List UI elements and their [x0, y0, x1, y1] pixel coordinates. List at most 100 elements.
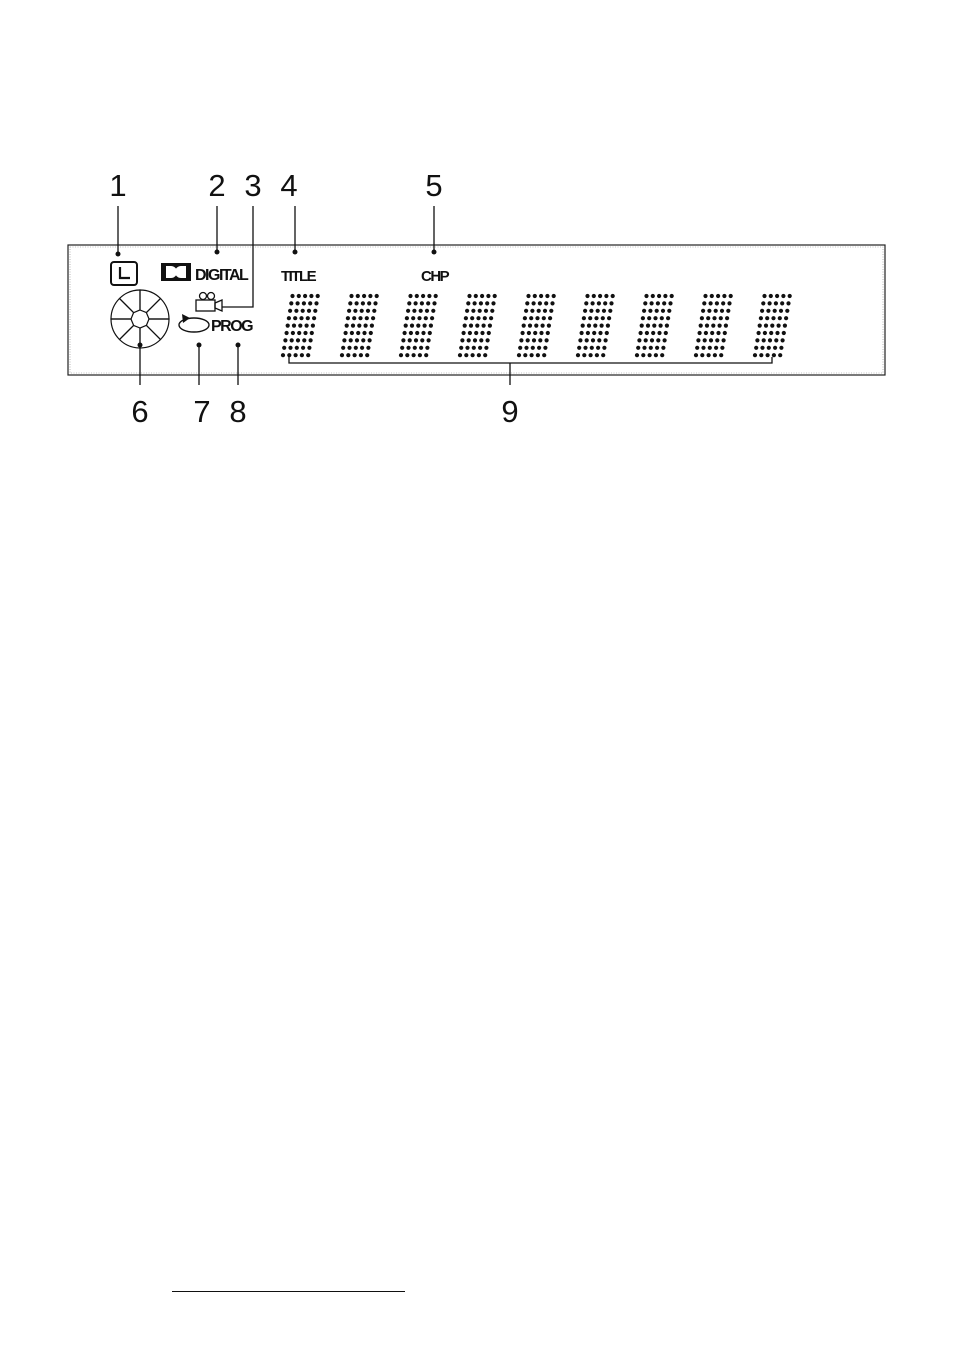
- matrix-dot: [657, 294, 661, 298]
- matrix-dot: [722, 294, 726, 298]
- matrix-dot: [290, 294, 294, 298]
- matrix-dot: [660, 316, 664, 320]
- matrix-dot: [608, 309, 612, 313]
- matrix-dot: [427, 294, 431, 298]
- matrix-dot: [471, 309, 475, 313]
- matrix-dot: [705, 324, 709, 328]
- matrix-dot: [365, 353, 369, 357]
- matrix-dot: [527, 331, 531, 335]
- matrix-dot: [316, 294, 320, 298]
- matrix-dot: [410, 324, 414, 328]
- matrix-dot: [583, 309, 587, 313]
- matrix-dot: [483, 316, 487, 320]
- matrix-dot: [411, 316, 415, 320]
- matrix-dot: [488, 324, 492, 328]
- matrix-dot: [399, 353, 403, 357]
- matrix-dot: [695, 346, 699, 350]
- digit-cell: [399, 294, 438, 357]
- matrix-dot: [294, 309, 298, 313]
- clock-icon: [111, 262, 137, 285]
- matrix-dot: [309, 338, 313, 342]
- matrix-dot: [774, 338, 778, 342]
- matrix-dot: [656, 301, 660, 305]
- matrix-dot: [593, 324, 597, 328]
- matrix-dot: [723, 331, 727, 335]
- matrix-dot: [729, 294, 733, 298]
- matrix-dot: [299, 316, 303, 320]
- matrix-dot: [479, 338, 483, 342]
- matrix-dot: [642, 309, 646, 313]
- matrix-dot: [710, 331, 714, 335]
- matrix-dot: [484, 309, 488, 313]
- matrix-dot: [296, 338, 300, 342]
- matrix-dot: [465, 309, 469, 313]
- callout-9: 9: [501, 394, 518, 429]
- matrix-dot: [354, 346, 358, 350]
- matrix-dot: [297, 294, 301, 298]
- matrix-dot: [361, 338, 365, 342]
- matrix-dot: [300, 353, 304, 357]
- matrix-dot: [601, 316, 605, 320]
- matrix-dot: [709, 338, 713, 342]
- matrix-dot: [667, 309, 671, 313]
- matrix-dot: [353, 353, 357, 357]
- matrix-dot: [611, 294, 615, 298]
- matrix-dot: [662, 301, 666, 305]
- matrix-dot: [715, 338, 719, 342]
- matrix-dot: [664, 331, 668, 335]
- callout-4: 4: [280, 168, 297, 203]
- matrix-dot: [701, 346, 705, 350]
- title-indicator: TITLE: [281, 268, 317, 285]
- matrix-dot: [656, 338, 660, 342]
- matrix-dot: [606, 324, 610, 328]
- matrix-dot: [356, 331, 360, 335]
- matrix-dot: [292, 324, 296, 328]
- matrix-dot: [594, 316, 598, 320]
- matrix-dot: [288, 309, 292, 313]
- matrix-dot: [361, 301, 365, 305]
- matrix-dot: [288, 346, 292, 350]
- matrix-dot: [596, 346, 600, 350]
- matrix-dot: [291, 331, 295, 335]
- digit-cell: [635, 294, 674, 357]
- matrix-dot: [408, 294, 412, 298]
- matrix-dot: [341, 346, 345, 350]
- matrix-dot: [362, 331, 366, 335]
- matrix-dot: [591, 301, 595, 305]
- matrix-dot: [475, 324, 479, 328]
- matrix-dot: [526, 294, 530, 298]
- matrix-dot: [777, 324, 781, 328]
- matrix-dot: [364, 324, 368, 328]
- matrix-dot: [652, 324, 656, 328]
- matrix-dot: [418, 353, 422, 357]
- matrix-dot: [774, 301, 778, 305]
- matrix-dot: [582, 316, 586, 320]
- matrix-dot: [489, 316, 493, 320]
- digital-label: DIGITAL: [195, 267, 249, 284]
- matrix-dot: [650, 338, 654, 342]
- matrix-dot: [462, 331, 466, 335]
- matrix-dot: [754, 346, 758, 350]
- matrix-dot: [535, 316, 539, 320]
- matrix-dot: [576, 353, 580, 357]
- matrix-dot: [716, 294, 720, 298]
- matrix-dot: [294, 353, 298, 357]
- matrix-dot: [648, 309, 652, 313]
- matrix-dot: [307, 309, 311, 313]
- matrix-dot: [700, 316, 704, 320]
- matrix-dot: [596, 309, 600, 313]
- matrix-dot: [426, 301, 430, 305]
- matrix-dot: [580, 331, 584, 335]
- matrix-dot: [704, 331, 708, 335]
- matrix-dot: [585, 338, 589, 342]
- matrix-dot: [577, 346, 581, 350]
- matrix-dot: [602, 309, 606, 313]
- matrix-dot: [405, 316, 409, 320]
- matrix-dot: [670, 294, 674, 298]
- matrix-dot: [591, 338, 595, 342]
- matrix-dot: [486, 338, 490, 342]
- digit-cell: [281, 294, 320, 357]
- leader-lines-top: [116, 206, 437, 307]
- matrix-dot: [650, 301, 654, 305]
- matrix-dot: [311, 324, 315, 328]
